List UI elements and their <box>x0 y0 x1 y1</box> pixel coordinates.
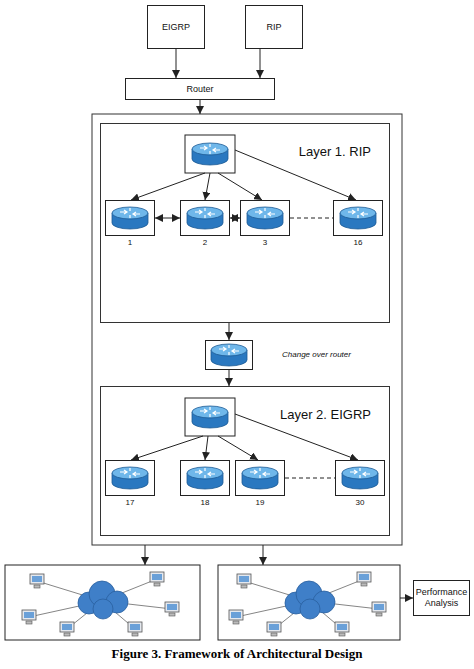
router-icon <box>240 465 280 491</box>
router-node: 1 <box>105 200 155 236</box>
node-label: EIGRP <box>160 22 192 33</box>
flow-arrow <box>200 100 201 114</box>
flow-arrow <box>400 598 413 599</box>
connector-arrow <box>260 49 261 78</box>
router-node: 18 <box>180 460 230 496</box>
router-icon <box>242 467 278 489</box>
router-icon <box>192 143 228 165</box>
node-label: Change over router <box>282 350 351 359</box>
router-node: 16 <box>333 200 383 236</box>
router-number: 30 <box>336 498 384 507</box>
router-icon <box>338 205 378 231</box>
router-node: 17 <box>105 460 155 496</box>
router-box: Router <box>125 78 275 100</box>
layer-title: Layer 1. RIP <box>299 144 371 159</box>
router-icon <box>340 465 380 491</box>
router-number: 2 <box>181 238 229 247</box>
router-icon <box>185 205 225 231</box>
lan-frame <box>218 565 400 640</box>
master-router-box <box>185 135 235 173</box>
router-icon <box>110 205 150 231</box>
master-router-box <box>185 398 235 436</box>
lan-illustration <box>229 572 386 636</box>
flow-arrow <box>145 545 146 565</box>
router-icon <box>112 467 148 489</box>
lan-illustration <box>22 572 179 636</box>
router-icon <box>192 406 228 428</box>
router-number: 17 <box>106 498 154 507</box>
router-icon <box>247 207 283 229</box>
router-icon <box>209 342 249 368</box>
router-number: 19 <box>236 498 284 507</box>
connector-arrow <box>176 49 177 78</box>
router-icon <box>245 205 285 231</box>
router-number: 3 <box>241 238 289 247</box>
node-label: Router <box>184 84 215 95</box>
router-icon <box>110 465 150 491</box>
connector-arrow <box>229 323 230 340</box>
lan-frame <box>5 565 200 640</box>
router-icon <box>185 465 225 491</box>
router-icon <box>187 467 223 489</box>
router-node: 30 <box>335 460 385 496</box>
node-label: Performance Analysis <box>414 587 470 609</box>
router-node: 3 <box>240 200 290 236</box>
router-number: 18 <box>181 498 229 507</box>
router-node: 2 <box>180 200 230 236</box>
figure-caption: Figure 3. Framework of Architectural Des… <box>0 646 474 662</box>
process-box: Performance Analysis <box>413 580 470 616</box>
connector-arrow <box>230 218 240 219</box>
connector-arrow <box>155 218 180 219</box>
layer-title: Layer 2. EIGRP <box>280 407 371 422</box>
router-node: 19 <box>235 460 285 496</box>
source-box: EIGRP <box>147 5 205 49</box>
connector-arrow <box>229 370 230 386</box>
changeover-router: Change over router <box>205 340 253 370</box>
dashed-link <box>285 478 335 479</box>
router-number: 16 <box>334 238 382 247</box>
router-icon <box>112 207 148 229</box>
layer-box: Layer 1. RIP12316 <box>100 123 390 323</box>
router-icon <box>211 344 247 366</box>
router-icon <box>187 207 223 229</box>
router-icon <box>342 467 378 489</box>
node-label: RIP <box>264 22 283 33</box>
router-icon <box>340 207 376 229</box>
dashed-link <box>290 218 333 219</box>
flow-arrow <box>263 545 264 565</box>
outer-frame <box>92 114 402 545</box>
router-number: 1 <box>106 238 154 247</box>
source-box: RIP <box>245 5 303 49</box>
layer-box: Layer 2. EIGRP17181930 <box>100 386 390 536</box>
